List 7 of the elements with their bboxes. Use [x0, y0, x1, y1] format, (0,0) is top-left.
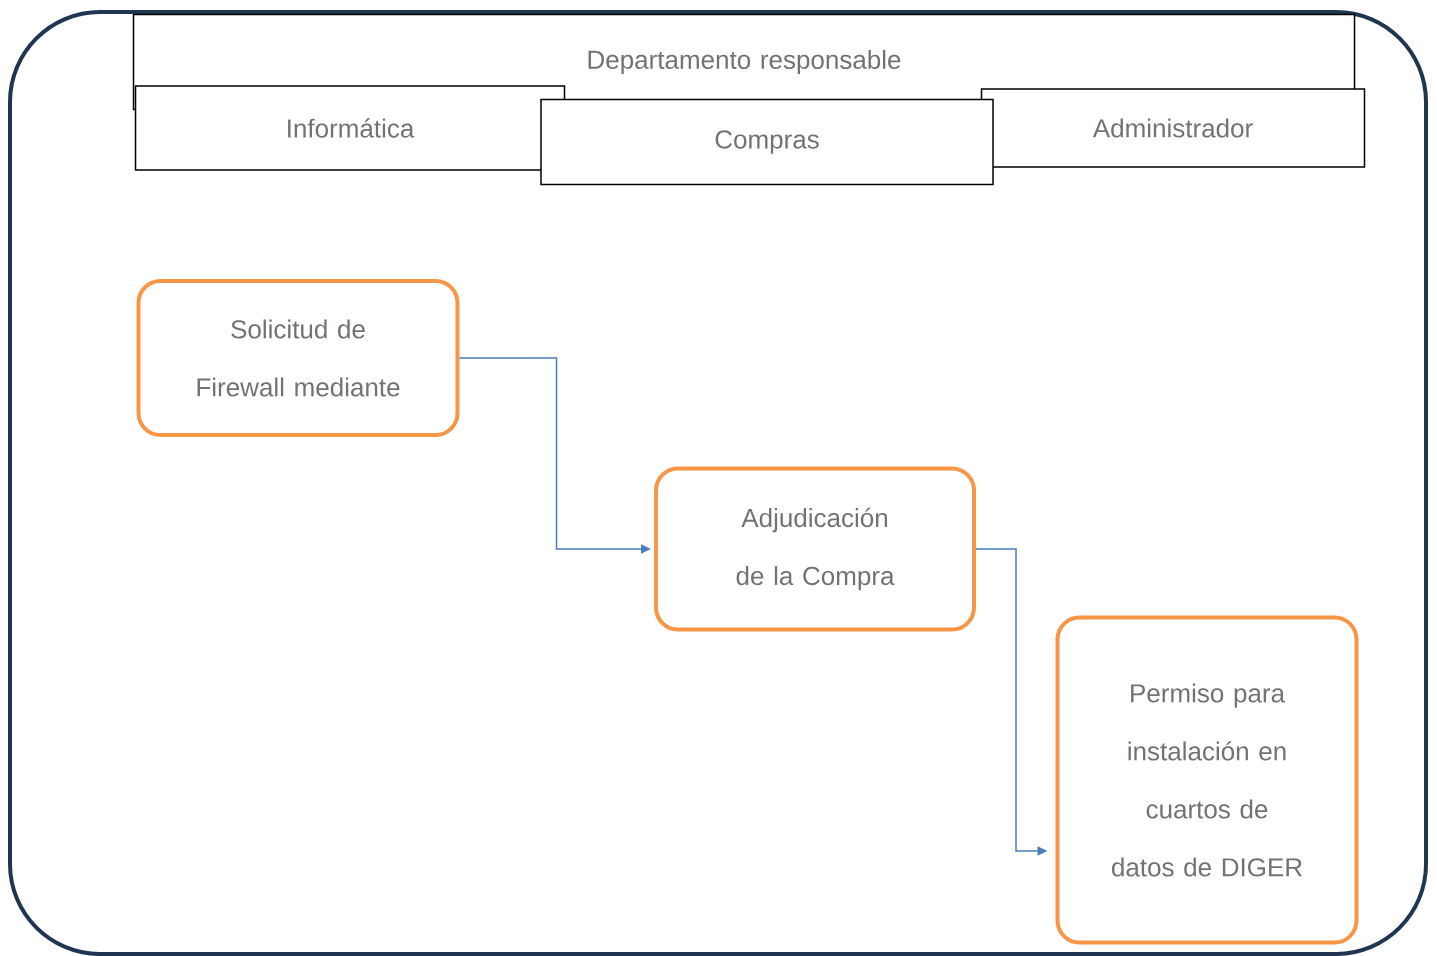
process-box: Solicitud de Firewall mediante — [136, 279, 460, 437]
process-box: Adjudicación de la Compra — [654, 466, 976, 632]
rounded-frame — [8, 10, 1428, 956]
lane-header-box: Informática — [134, 85, 566, 171]
lane-header-box: Compras — [540, 98, 994, 186]
process-box: Permiso para instalación en cuartos de datos de DIGER — [1055, 615, 1359, 945]
lane-header-box: Administrador — [980, 88, 1366, 168]
